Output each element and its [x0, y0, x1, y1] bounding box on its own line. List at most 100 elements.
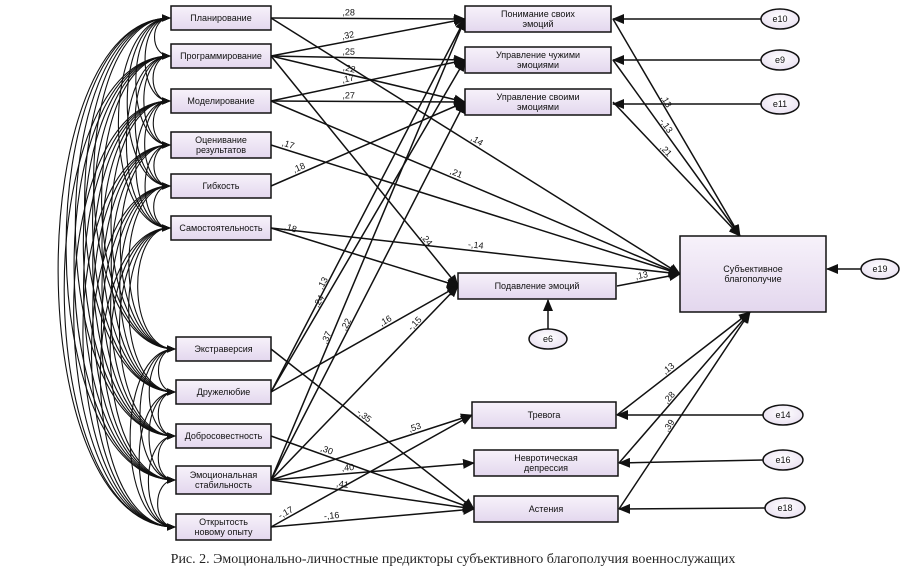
- error-e10: e10: [760, 8, 800, 30]
- box-rect-extra: [175, 336, 272, 362]
- box-label-eval-0: Оценивание: [195, 135, 247, 145]
- path-anx-to-wb: [616, 311, 751, 416]
- covariance-arc-10: [57, 14, 176, 531]
- box-ast: Астения: [473, 495, 619, 523]
- coef-eval-to-wb: ,17: [281, 138, 296, 151]
- error-e6: e6: [528, 328, 568, 350]
- covariance-arc-14: [125, 52, 171, 232]
- error-ellipse-e14: [762, 404, 804, 426]
- covariance-arc-18: [73, 52, 176, 484]
- covariance-arc-25: [92, 97, 176, 440]
- covariance-arc-40: [90, 182, 176, 531]
- box-label-extra-0: Экстраверсия: [194, 344, 252, 354]
- box-rect-eval: [170, 131, 272, 159]
- error-ellipse-e19: [860, 258, 900, 280]
- path-extra-to-ast: [270, 348, 475, 510]
- error-label-e11: e11: [773, 99, 787, 109]
- covariance-arc-23: [110, 97, 176, 353]
- coef-indep-to-wb: -,14: [468, 239, 485, 251]
- covariance-arc-13: [134, 52, 171, 190]
- path-mgo-to-wb: [612, 59, 741, 237]
- covariance-arc-9: [65, 14, 176, 484]
- box-label-plan-0: Планирование: [190, 13, 251, 23]
- coef-ast-to-wb: ,39: [661, 418, 676, 434]
- path-prog-to-supp: [270, 55, 459, 287]
- error-label-e19: e19: [872, 264, 887, 274]
- error-ellipse-e6: [528, 328, 568, 350]
- error-label-e14: e14: [775, 410, 790, 420]
- coef-agree-to-und: ,13: [315, 275, 330, 291]
- coef-model-to-wb: ,21: [449, 166, 464, 180]
- covariance-arc-33: [92, 141, 176, 484]
- coef-stab-to-mgs: ,22: [339, 317, 354, 333]
- box-label-supp-0: Подавление эмоций: [495, 281, 580, 291]
- box-rect-model: [170, 88, 272, 114]
- path-eval-to-wb: [270, 144, 681, 276]
- path-model-to-mgo: [270, 57, 466, 102]
- path-plan-to-wb: [270, 17, 681, 275]
- coef-model-to-mgs: ,27: [342, 90, 355, 100]
- box-label-eval-1: результатов: [196, 145, 246, 155]
- covariance-arc-45: [99, 224, 176, 531]
- covariance-arc-4: [126, 14, 171, 190]
- error-ellipse-e16: [762, 449, 804, 471]
- box-label-dep-1: депрессия: [524, 463, 568, 473]
- box-label-prog-0: Программирование: [180, 51, 262, 61]
- coef-mgs-to-wb: ,21: [658, 143, 674, 159]
- box-extra: Экстраверсия: [175, 336, 272, 362]
- covariance-arc-6: [93, 14, 176, 353]
- box-rect-mgo: [464, 46, 612, 74]
- error-e14: e14: [762, 404, 804, 426]
- error-label-e6: e6: [543, 334, 553, 344]
- box-label-mgs-1: эмоциями: [517, 102, 559, 112]
- box-consc: Добросовестность: [175, 423, 272, 449]
- path-stab-to-ast: [270, 479, 475, 513]
- box-agree: Дружелюбие: [175, 379, 272, 405]
- coef-prog-to-und: ,32: [341, 29, 355, 41]
- coef-indep-to-supp: ,18: [283, 221, 298, 234]
- error-label-e9: e9: [775, 55, 785, 65]
- path-consc-to-ast: [270, 435, 475, 510]
- regression-paths: [270, 13, 861, 528]
- coef-open-to-anx: -,17: [276, 504, 294, 520]
- box-label-und-1: эмоций: [523, 19, 554, 29]
- path-supp-to-wb: [616, 271, 681, 287]
- coef-supp-to-wb: ,13: [635, 269, 649, 281]
- box-label-ast-0: Астения: [529, 504, 564, 514]
- path-flex-to-mgs: [270, 101, 466, 187]
- coef-stab-to-ast: ,41: [336, 478, 350, 490]
- path-model-to-wb: [270, 100, 681, 275]
- box-rect-stab: [175, 465, 272, 495]
- box-label-dep-0: Невротическая: [514, 453, 578, 463]
- error-e11: e11: [760, 93, 800, 115]
- covariance-arc-27: [73, 97, 176, 531]
- box-anx: Тревога: [471, 401, 617, 429]
- path-dep-to-wb: [618, 311, 751, 464]
- box-label-mgo-0: Управление чужими: [496, 50, 580, 60]
- error-path-e16: [618, 457, 764, 468]
- box-rect-indep: [170, 215, 272, 241]
- coef-flex-to-mgs: ,18: [291, 161, 306, 175]
- box-rect-mgs: [464, 88, 612, 116]
- covariance-arc-55: [157, 476, 176, 531]
- box-rect-prog: [170, 43, 272, 69]
- covariance-arc-38: [110, 182, 176, 440]
- box-label-indep-0: Самостоятельность: [179, 223, 262, 233]
- box-rect-anx: [471, 401, 617, 429]
- path-ast-to-wb: [618, 311, 751, 510]
- coef-open-to-ast: -,16: [323, 510, 339, 521]
- covariance-arc-15: [101, 52, 176, 353]
- error-label-e16: e16: [775, 455, 790, 465]
- path-coefficients: ,28,32,25,22,17,27,14,21,24,17,18,18-,14…: [276, 7, 677, 521]
- covariance-arc-42: [128, 224, 176, 396]
- error-ellipse-e10: [760, 8, 800, 30]
- path-plan-to-und: [270, 13, 466, 24]
